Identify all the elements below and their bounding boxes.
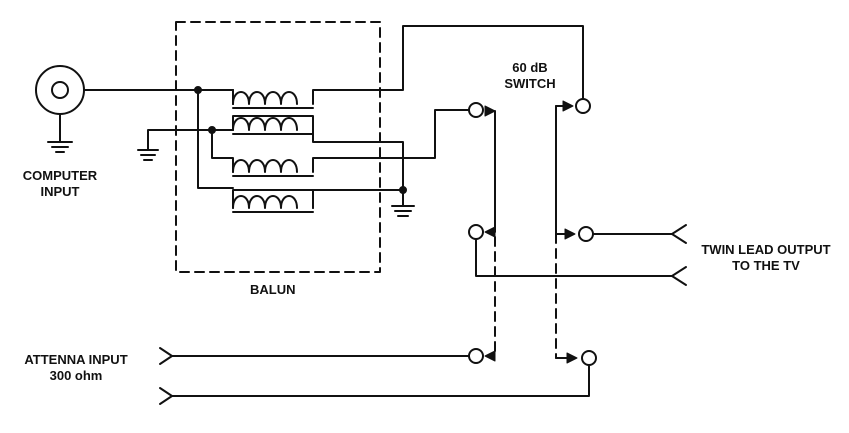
tv-output-fork-2 (671, 266, 687, 286)
antenna-label-line2: 300 ohm (49, 368, 103, 383)
tv-output-fork-1 (671, 224, 687, 244)
switch-terminal-right-3 (581, 350, 597, 366)
coil-link-wire (197, 89, 234, 189)
switch-label: 60 dB SWITCH (490, 60, 570, 92)
tv-output-wire-2 (475, 238, 673, 277)
twin-lead-label-line2: TO THE TV (732, 258, 800, 273)
twin-lead-output-label: TWIN LEAD OUTPUT TO THE TV (686, 242, 846, 274)
computer-input-label-line2: INPUT (40, 184, 80, 199)
balun-coil-1 (232, 89, 386, 109)
switch-terminal-left-1 (468, 102, 484, 118)
top-loop-wire (384, 25, 584, 99)
switch-contact-arrows (484, 100, 578, 364)
coil-ground-wire (312, 189, 404, 209)
switch-terminal-right-1 (575, 98, 591, 114)
switch-label-line2: SWITCH (504, 76, 556, 91)
computer-input-label-line1: COMPUTER (22, 168, 98, 183)
antenna-fork-2 (159, 387, 173, 405)
coil-ground-wire (312, 129, 404, 197)
switch-terminal-left-3 (468, 348, 484, 364)
balun-coil-4 (232, 189, 314, 213)
coax-connector (35, 65, 85, 115)
antenna-input-label: ATTENNA INPUT 300 ohm (10, 352, 142, 384)
computer-input-label: COMPUTER INPUT (14, 168, 106, 200)
coil-output-wire (312, 109, 469, 173)
coil-link-wire (211, 129, 234, 173)
antenna-fork-1 (159, 347, 173, 365)
balun-coil-2 (232, 115, 314, 135)
balun-coil-3 (232, 159, 314, 177)
balun-label: BALUN (250, 282, 296, 297)
right-ground-symbol (391, 195, 415, 217)
switch-terminal-right-2 (578, 226, 594, 242)
switch-terminal-left-2 (468, 224, 484, 240)
antenna-wire-2 (171, 364, 590, 397)
balun-dashed-box (175, 21, 381, 273)
twin-lead-label-line1: TWIN LEAD OUTPUT (701, 242, 831, 257)
coax-ground-symbol (47, 113, 73, 153)
left-ground-symbol (137, 129, 234, 161)
antenna-label-line1: ATTENNA INPUT (24, 352, 128, 367)
junction-dot (399, 186, 407, 194)
switch-label-line1: 60 dB (512, 60, 548, 75)
